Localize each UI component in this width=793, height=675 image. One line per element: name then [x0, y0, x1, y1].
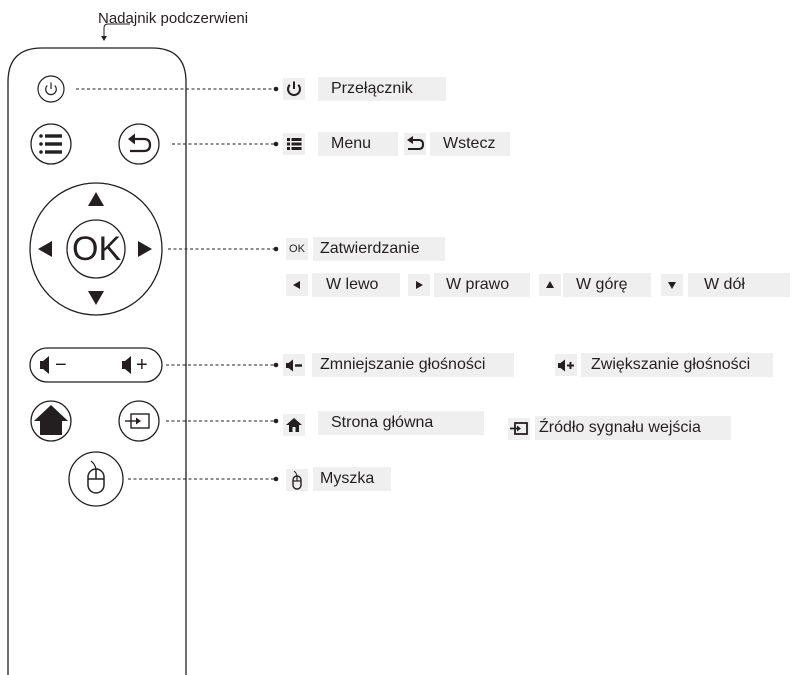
ir-pointer-arrow: [101, 36, 107, 41]
down-label-bg: [688, 273, 790, 297]
source-button[interactable]: [118, 400, 160, 442]
volume-down-label-bg: [312, 353, 514, 377]
ir-emitter-label: Nadajnik podczerwieni: [98, 10, 249, 27]
up-label-bg: [563, 273, 651, 297]
back-label: Wstecz: [443, 135, 496, 152]
dpad-left-button[interactable]: [38, 241, 52, 257]
volume-plus-glyph: +: [136, 354, 148, 376]
arrow-up-icon: [539, 274, 561, 296]
source-label-bg: [535, 416, 731, 440]
up-label: W górę: [576, 276, 628, 293]
source-icon: [508, 418, 530, 440]
left-label-bg: [312, 273, 400, 297]
confirm-label-bg: [313, 237, 445, 261]
right-label-bg: [434, 273, 530, 297]
power-label: Przełącznik: [331, 80, 413, 97]
ok-icon: OK: [286, 238, 308, 260]
volume-up-legend-icon: [555, 354, 577, 376]
back-button[interactable]: [118, 123, 160, 165]
mouse-icon: [286, 469, 308, 491]
leader-dots: [273, 86, 279, 482]
ok-button-label: OK: [72, 230, 122, 268]
arrow-right-icon: [408, 274, 430, 296]
source-label: Źródło sygnału wejścia: [539, 419, 701, 436]
volume-up-icon: [122, 356, 131, 374]
menu-icon: [283, 133, 305, 155]
ok-button[interactable]: [66, 219, 126, 279]
dpad-ring: [29, 182, 163, 316]
menu-label-bg: [318, 132, 398, 156]
volume-rocker[interactable]: [29, 347, 163, 383]
mouse-label: Myszka: [320, 470, 375, 487]
volume-minus-glyph: −: [55, 354, 67, 376]
remote-body: [7, 47, 187, 675]
dpad-up-button[interactable]: [88, 192, 104, 206]
volume-down-legend-icon: [283, 354, 305, 376]
dpad-down-button[interactable]: [88, 291, 104, 305]
volume-down-label: Zmniejszanie głośności: [320, 356, 486, 373]
right-label: W prawo: [446, 276, 510, 293]
back-icon: [404, 133, 426, 155]
leader-lines: [76, 88, 275, 480]
back-label-bg: [430, 132, 510, 156]
power-label-bg: [318, 77, 446, 101]
volume-up-label: Zwiększanie głośności: [591, 356, 751, 373]
home-label-bg: [318, 411, 484, 435]
mouse-button[interactable]: [68, 451, 124, 507]
power-icon: [283, 78, 305, 100]
down-label: W dół: [704, 276, 745, 293]
home-label: Strona główna: [331, 414, 434, 431]
home-icon: [283, 414, 305, 436]
volume-down-icon: [40, 356, 49, 374]
menu-label: Menu: [331, 135, 372, 152]
confirm-label: Zatwierdzanie: [320, 240, 420, 257]
power-button[interactable]: [37, 75, 65, 103]
volume-up-label-bg: [581, 353, 773, 377]
dpad-right-button[interactable]: [138, 241, 152, 257]
ir-pointer-line: [103, 23, 130, 37]
arrow-left-icon: [286, 274, 308, 296]
home-button[interactable]: [30, 400, 72, 442]
menu-button[interactable]: [30, 123, 72, 165]
left-label: W lewo: [326, 276, 379, 293]
mouse-label-bg: [313, 467, 391, 491]
arrow-down-icon: [661, 274, 683, 296]
